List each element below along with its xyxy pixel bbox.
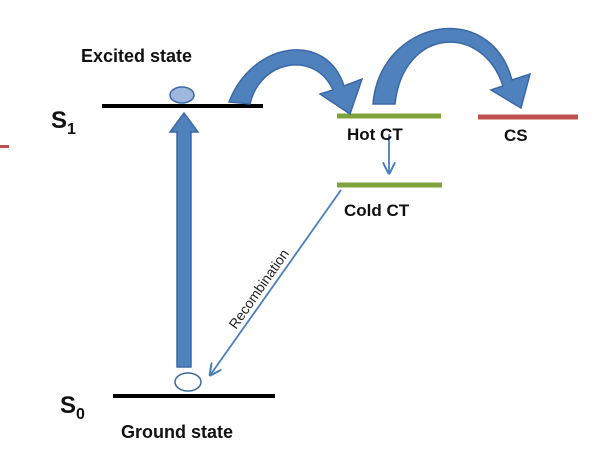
excitation-arrow [168, 111, 200, 368]
cold-ct-label: Cold CT [344, 201, 410, 220]
excited-state-label: Excited state [81, 46, 192, 66]
edge-mark [0, 145, 9, 148]
charge-separation-curved-arrow [372, 27, 532, 110]
charge-transfer-curved-arrow [227, 49, 364, 116]
cs-label: CS [504, 126, 528, 145]
hot-ct-label: Hot CT [347, 125, 403, 144]
ground-state-label: Ground state [121, 422, 233, 442]
electron-marker [169, 86, 195, 104]
s1-label: S1 [51, 107, 76, 138]
s0-label: S0 [60, 392, 85, 423]
recombination-label: Recombination [225, 246, 292, 332]
recombination-arrow [211, 189, 342, 374]
hole-marker [174, 372, 202, 392]
